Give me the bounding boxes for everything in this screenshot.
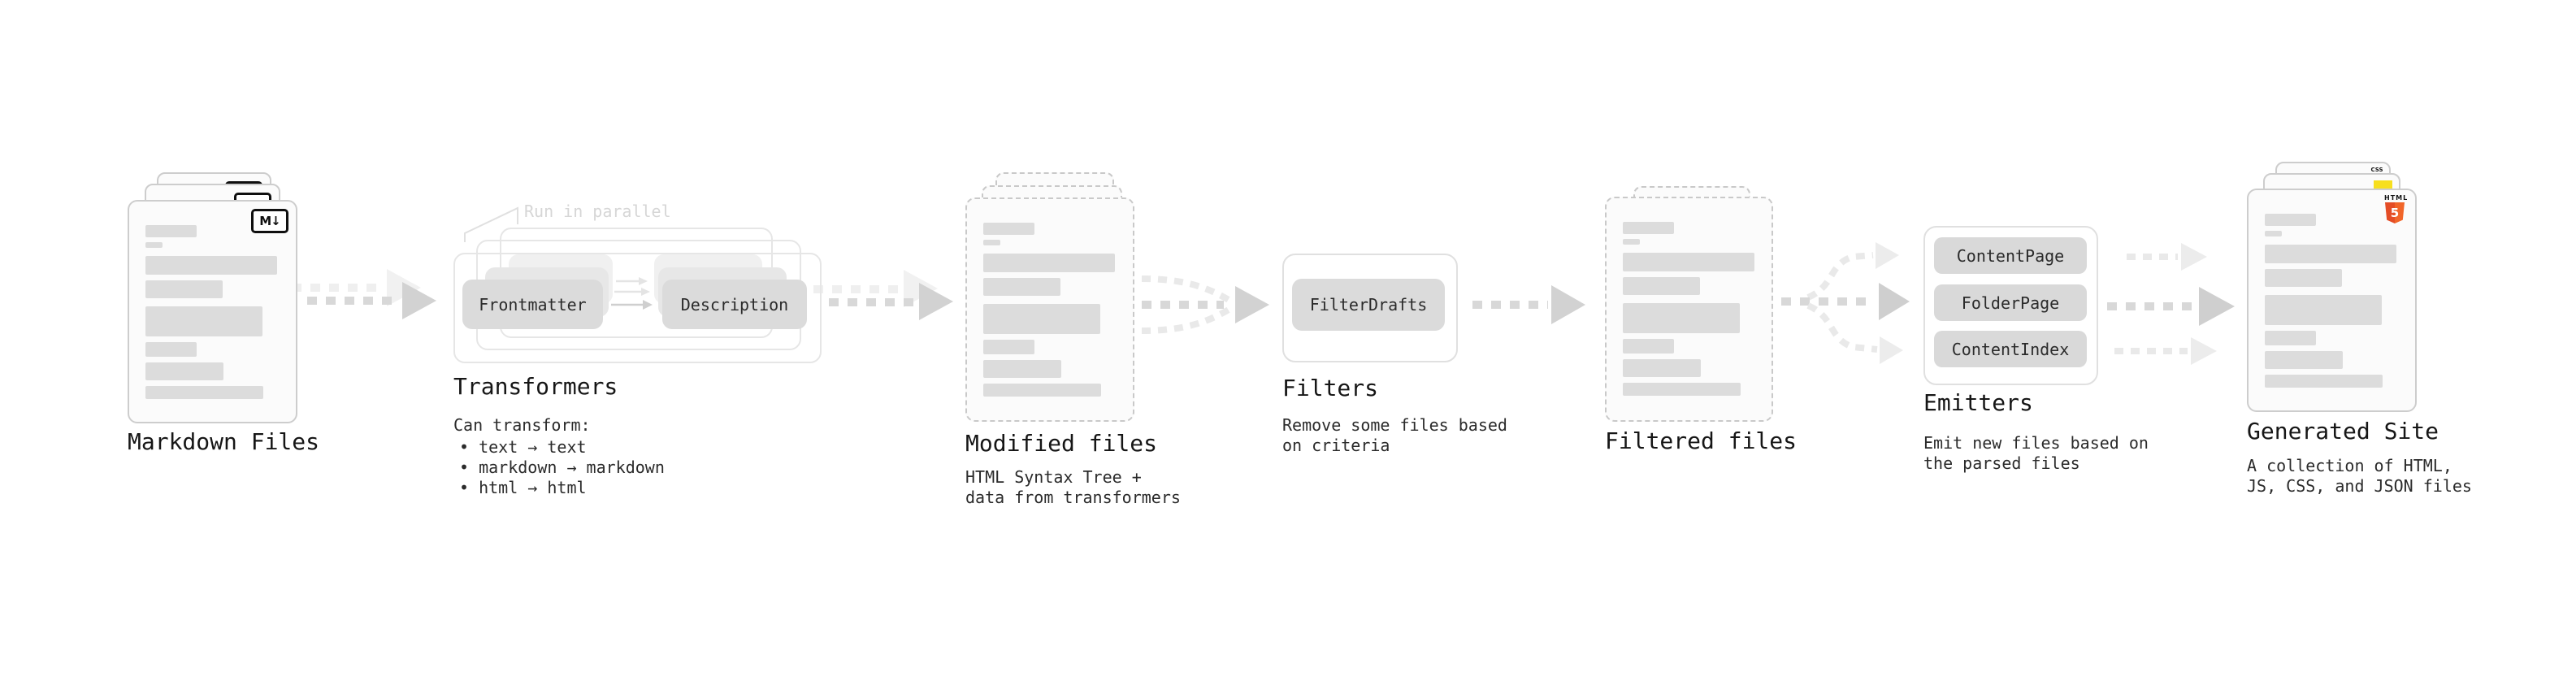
bullet-item: • html → html: [459, 478, 587, 497]
contentpage-box: ContentPage: [1934, 237, 2087, 274]
desc-line: A collection of HTML,: [2247, 456, 2452, 475]
skeleton-line: [2265, 295, 2382, 325]
desc-line: on criteria: [1282, 436, 1390, 455]
bullet-item: • text → text: [459, 437, 587, 457]
skeleton-line: [1623, 303, 1740, 333]
emitters-desc: Emit new files based on the parsed files: [1923, 433, 2149, 474]
skeleton-line: [983, 304, 1100, 334]
filters-desc: Remove some files based on criteria: [1282, 415, 1507, 456]
html5-icon-shield: 5: [2385, 202, 2405, 223]
skeleton-line: [983, 240, 1000, 245]
css-icon-label: CSS: [2370, 167, 2383, 173]
desc-line: HTML Syntax Tree +: [965, 467, 1142, 487]
skeleton-line: [145, 306, 262, 336]
run-in-parallel-callout-line: [464, 206, 518, 242]
skeleton-line: [145, 225, 197, 237]
skeleton-line: [145, 280, 223, 298]
skeleton-line: [983, 360, 1061, 378]
html5-icon-label: HTML: [2384, 194, 2409, 202]
skeleton-line: [2265, 331, 2316, 345]
skeleton-line: [1623, 253, 1754, 271]
arrows-emitters-to-generated: [2107, 243, 2235, 365]
stage-label-transformers: Transformers: [453, 373, 618, 400]
html5-icon-number: 5: [2390, 206, 2400, 220]
skeleton-line: [983, 254, 1115, 272]
file-content-skeleton: [145, 225, 277, 399]
skeleton-line: [1623, 239, 1640, 245]
skeleton-line: [2265, 269, 2342, 287]
skeleton-line: [1623, 339, 1674, 354]
transformer-container-front: [453, 253, 822, 363]
stage-label-generated-site: Generated Site: [2247, 418, 2439, 445]
description-box: Description: [662, 280, 807, 329]
modified-file-card-front: [965, 197, 1134, 422]
skeleton-line: [145, 342, 197, 357]
skeleton-line: [983, 340, 1034, 354]
arrow-filtered-to-emitters-diverge: [1781, 242, 1910, 364]
skeleton-line: [145, 256, 277, 275]
folderpage-box: FolderPage: [1934, 284, 2087, 321]
skeleton-line: [983, 384, 1101, 397]
skeleton-line: [2265, 245, 2396, 263]
desc-line: data from transformers: [965, 488, 1181, 507]
stage-label-markdown-files: Markdown Files: [128, 428, 320, 455]
skeleton-line: [2265, 231, 2282, 236]
transformers-bullet-list: • text → text • markdown → markdown • ht…: [459, 437, 665, 498]
run-in-parallel-note: Run in parallel: [524, 202, 671, 221]
generated-file-card-html: HTML 5: [2247, 189, 2417, 412]
transformer-parallel-arrows: [611, 277, 653, 310]
skeleton-line: [1623, 222, 1674, 234]
file-content-skeleton: [983, 223, 1115, 397]
desc-line: Remove some files based: [1282, 415, 1507, 435]
file-content-skeleton: [2265, 214, 2396, 388]
stage-label-filtered-files: Filtered files: [1605, 427, 1798, 454]
contentindex-box: ContentIndex: [1934, 331, 2087, 367]
arrow-markdown-to-transformers: [292, 269, 436, 319]
html5-icon: HTML 5: [2384, 194, 2409, 223]
arrow-filters-to-filtered: [1472, 285, 1585, 324]
desc-line: Emit new files based on: [1923, 433, 2149, 453]
filterdrafts-box: FilterDrafts: [1292, 279, 1445, 331]
skeleton-line: [145, 362, 223, 380]
stage-label-modified-files: Modified files: [965, 430, 1158, 457]
skeleton-line: [1623, 359, 1701, 377]
skeleton-line: [983, 223, 1034, 235]
markdown-file-card-front: M↓: [128, 200, 297, 423]
skeleton-line: [2265, 375, 2383, 388]
generated-site-desc: A collection of HTML, JS, CSS, and JSON …: [2247, 456, 2472, 497]
modified-files-desc: HTML Syntax Tree + data from transformer…: [965, 467, 1181, 508]
skeleton-line: [145, 242, 163, 248]
file-content-skeleton: [1623, 222, 1754, 396]
skeleton-line: [145, 386, 263, 399]
arrow-modified-to-filters-converge: [1141, 275, 1269, 334]
stage-label-filters: Filters: [1282, 375, 1379, 401]
skeleton-line: [2265, 351, 2343, 369]
bullet-item: • markdown → markdown: [459, 458, 665, 477]
filtered-file-card-front: [1605, 197, 1773, 422]
arrow-transformers-to-modified: [813, 270, 953, 320]
skeleton-line: [983, 278, 1060, 296]
desc-line: JS, CSS, and JSON files: [2247, 476, 2472, 496]
markdown-icon: M↓: [251, 209, 288, 233]
skeleton-line: [1623, 383, 1741, 396]
frontmatter-box: Frontmatter: [462, 280, 603, 329]
transformers-desc-title: Can transform:: [453, 415, 591, 435]
skeleton-line: [2265, 214, 2316, 226]
skeleton-line: [1623, 277, 1700, 295]
stage-label-emitters: Emitters: [1923, 389, 2033, 416]
desc-line: the parsed files: [1923, 453, 2080, 473]
